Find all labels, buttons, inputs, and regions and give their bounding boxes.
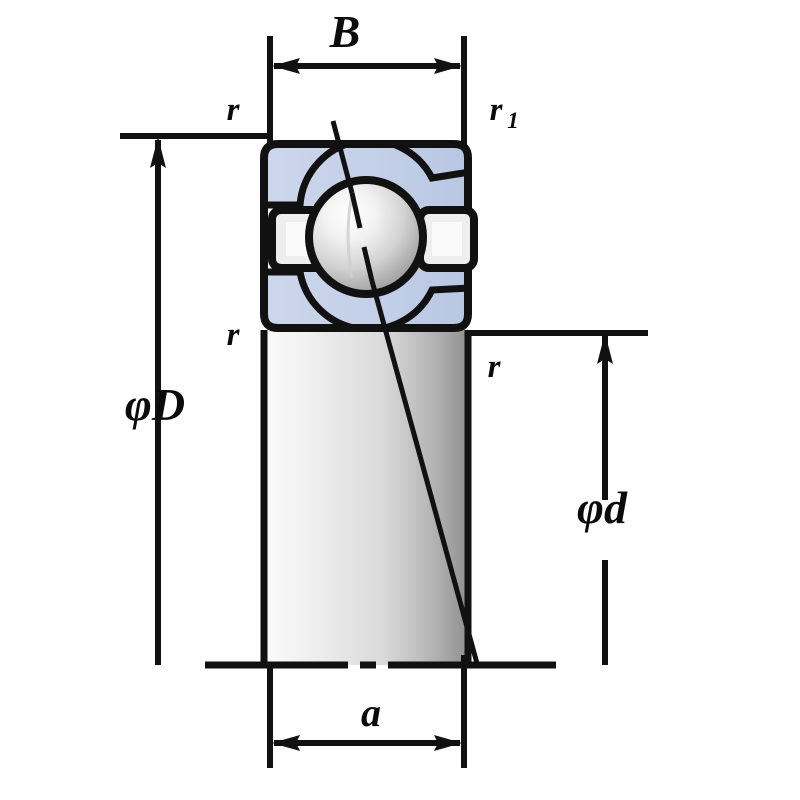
- dimension-b-arrow-right: [434, 58, 462, 74]
- extension-lines: [120, 36, 648, 768]
- outer-groove-line: [262, 142, 470, 209]
- fillet-label-top-right: r: [490, 92, 504, 128]
- bearing-outline: [260, 140, 472, 332]
- cage-pocket-right-inner: [432, 222, 462, 256]
- dimension-phid-label: φD: [125, 379, 185, 430]
- dimension-phi-d-outer: φD: [125, 137, 185, 665]
- dimension-b-arrow-left: [272, 58, 300, 74]
- fillet-label-mid-right: r: [488, 349, 502, 385]
- fillet-label-top-left: r: [227, 92, 241, 128]
- dimension-a: a: [272, 690, 462, 751]
- dimension-a-arrow-right: [434, 735, 462, 751]
- dimension-b-label: B: [329, 6, 361, 57]
- dimension-phid-bore-arrow-top: [597, 333, 613, 364]
- fillet-labels: r r 1 r r: [227, 92, 519, 385]
- shaft-body: [260, 330, 472, 666]
- dimension-phid-bore-label: φd: [577, 482, 628, 533]
- dimension-a-label: a: [361, 690, 381, 735]
- contact-line-ball-upper: [349, 192, 363, 229]
- dimension-a-arrow-left: [272, 735, 300, 751]
- ball-highlight-arc: [346, 195, 354, 279]
- dimension-phid-arrow-top: [150, 137, 166, 168]
- dimension-phi-d-bore: φd: [577, 333, 628, 665]
- fillet-label-top-right-subscript: 1: [507, 108, 519, 133]
- contact-line-upper: [330, 120, 355, 194]
- contact-line-ball-lower: [361, 246, 375, 282]
- rolling-ball: [305, 176, 427, 298]
- contact-angle-line: [330, 120, 481, 668]
- shaft-body-fill: [263, 330, 469, 665]
- dimension-b: B: [272, 6, 462, 74]
- ball-sphere: [305, 176, 427, 298]
- contact-line-lower: [369, 280, 481, 668]
- fillet-label-mid-left: r: [227, 317, 241, 353]
